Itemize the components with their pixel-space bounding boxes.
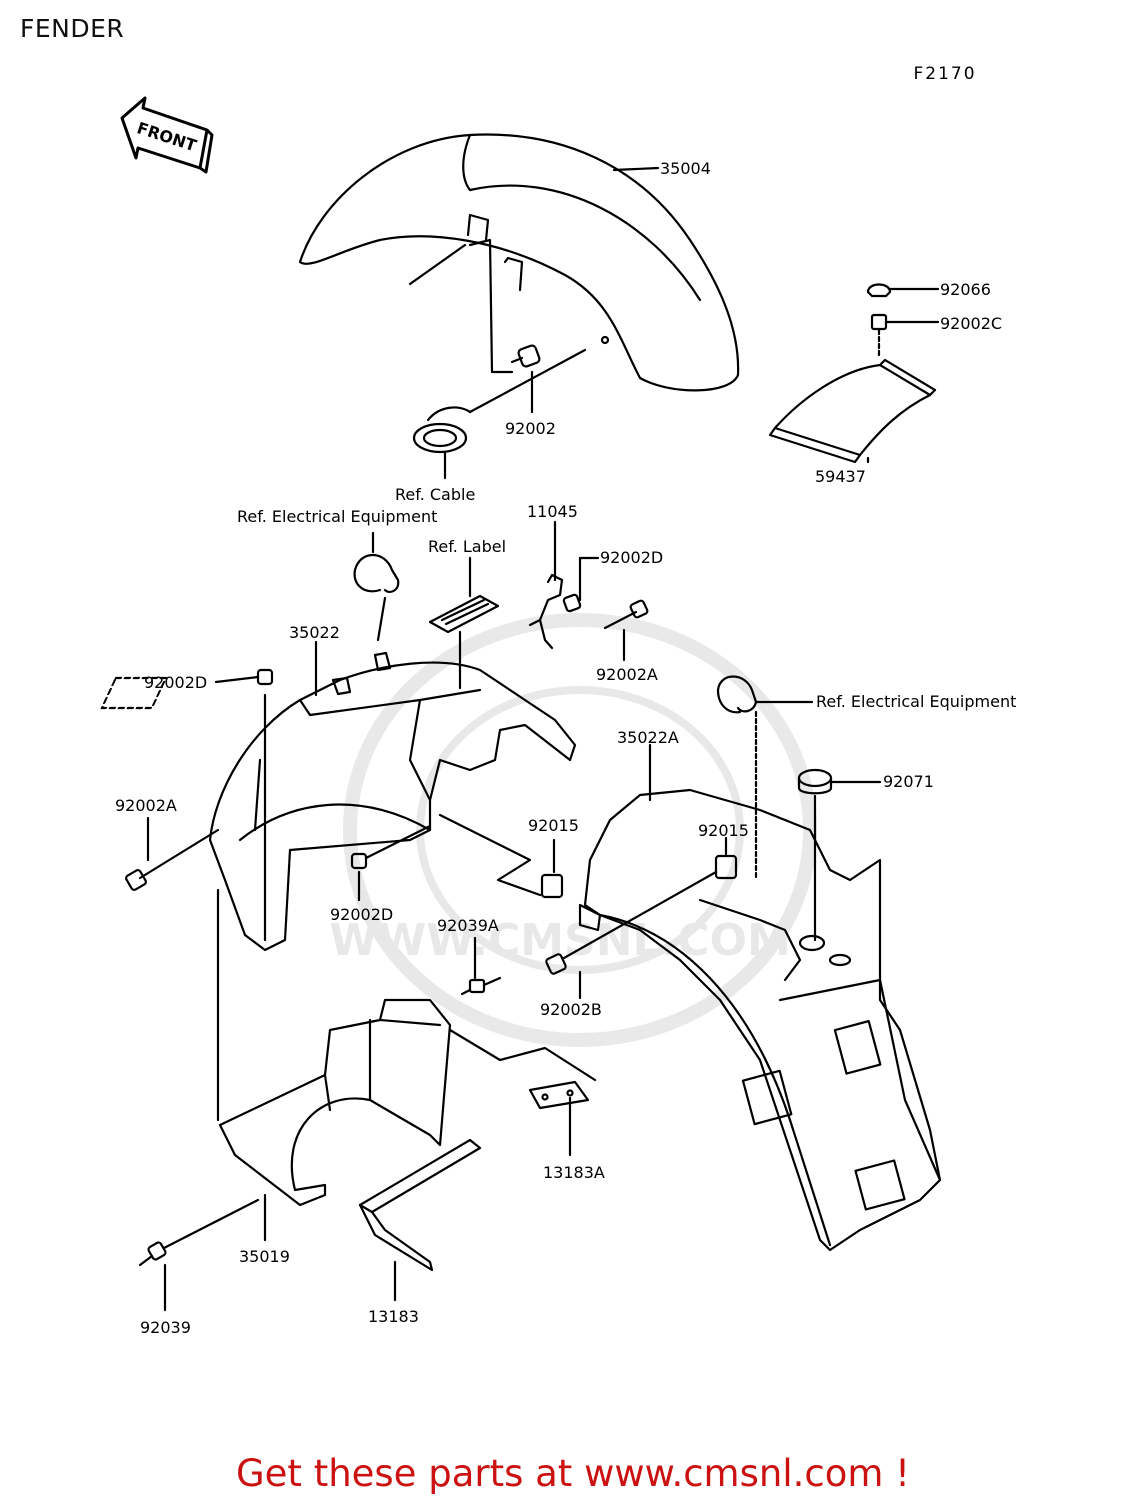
callout-35019: 35019: [239, 1247, 290, 1266]
callout-92002B: 92002B: [540, 1000, 602, 1019]
callout-92002: 92002: [505, 419, 556, 438]
callout-13183: 13183: [368, 1307, 419, 1326]
bolt-92039A: [460, 976, 502, 996]
bolt-92002B: [545, 870, 718, 975]
inner-fender-35022: [100, 651, 577, 952]
cap-92066: [866, 283, 892, 298]
promo-link[interactable]: Get these parts at www.cmsnl.com !: [235, 1452, 910, 1495]
bracket-35019: [218, 998, 452, 1207]
callout-92002D-top: 92002D: [600, 548, 663, 567]
page-title: FENDER: [20, 14, 125, 43]
callout-92002D-lower: 92002D: [330, 905, 393, 924]
label-sticker: [428, 594, 500, 634]
callout-92015-right: 92015: [698, 821, 749, 840]
callout-ref-electrical-2: Ref. Electrical Equipment: [816, 692, 1016, 711]
callout-92002A-left: 92002A: [115, 796, 177, 815]
cover-59437: [768, 358, 937, 464]
bolt-92002D-left: [214, 668, 274, 942]
callout-35022A: 35022A: [617, 728, 679, 747]
bolt-92002D-lower: [350, 824, 432, 870]
callout-92002D-left: 92002D: [144, 673, 207, 692]
callout-92002C: 92002C: [940, 314, 1002, 333]
bolt-92039: [138, 1198, 260, 1267]
bolt-92002D-top: [562, 556, 600, 613]
callout-92015-left: 92015: [528, 816, 579, 835]
callout-92039: 92039: [140, 1318, 191, 1337]
plate-13183A: [528, 1080, 590, 1110]
nut-92015-right: [714, 854, 738, 880]
diagram-code: F2170: [913, 64, 976, 84]
rear-fender-35022A: [578, 788, 942, 1252]
bolt-92002: [510, 344, 541, 368]
electrical-clamp-1: [353, 554, 400, 594]
callout-92039A: 92039A: [437, 916, 499, 935]
callout-ref-label: Ref. Label: [428, 537, 506, 556]
electrical-clamp-2: [716, 675, 758, 714]
callout-35004: 35004: [660, 159, 711, 178]
bracket-11045: [528, 573, 564, 650]
callout-ref-cable: Ref. Cable: [395, 485, 475, 504]
callout-92002A-right: 92002A: [596, 665, 658, 684]
callout-35022: 35022: [289, 623, 340, 642]
callout-13183A: 13183A: [543, 1163, 605, 1182]
front-arrow-icon: FRONT: [120, 96, 214, 174]
bolt-92002C: [870, 313, 888, 357]
cable-grommet: [412, 406, 472, 454]
callout-92066: 92066: [940, 280, 991, 299]
grommet-92071: [797, 768, 833, 795]
bolt-92002A-left: [125, 828, 220, 891]
front-fender-35004: [298, 133, 740, 392]
callout-92071: 92071: [883, 772, 934, 791]
bracket-13183: [358, 1138, 482, 1272]
callout-11045: 11045: [527, 502, 578, 521]
nut-92015-left: [540, 873, 564, 899]
callout-59437: 59437: [815, 467, 866, 486]
watermark-text: WWW.CMSNL.COM: [329, 915, 791, 966]
callout-ref-electrical-1: Ref. Electrical Equipment: [237, 507, 437, 526]
bolt-92002A-right: [603, 599, 649, 630]
